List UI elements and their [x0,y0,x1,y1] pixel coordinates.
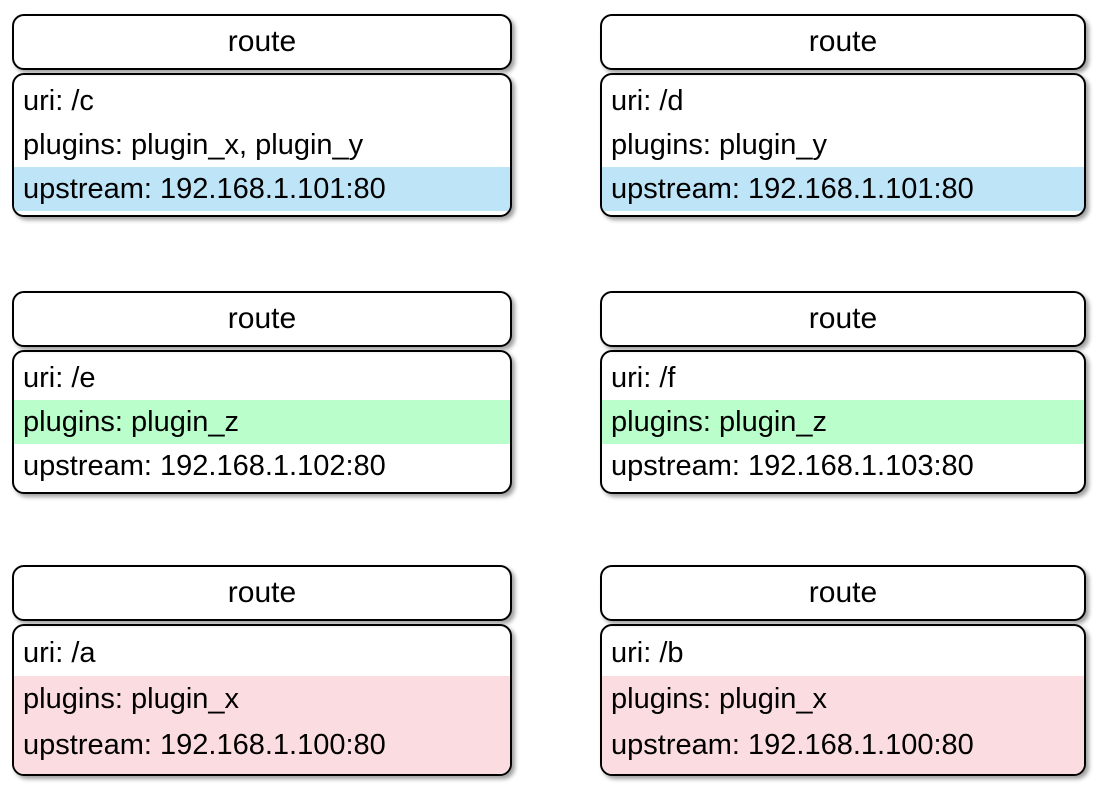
route-highlight-group: plugins: plugin_x upstream: 192.168.1.10… [602,676,1084,774]
route-field-uri: uri: /e [23,362,96,394]
route-card-header: route [600,14,1086,70]
route-card-f[interactable]: route uri: /f plugins: plugin_z upstream… [600,291,1086,494]
route-field-plugins: plugins: plugin_z [602,400,1084,444]
route-card-body: uri: /d plugins: plugin_y upstream: 192.… [600,73,1086,217]
route-card-title: route [808,576,878,609]
route-field-uri: uri: /c [23,85,94,117]
route-card-header: route [12,291,512,347]
route-field-plugins: plugins: plugin_z [14,400,510,444]
route-card-body: uri: /c plugins: plugin_x, plugin_y upst… [12,73,512,217]
route-card-header: route [600,291,1086,347]
route-field-upstream: upstream: 192.168.1.101:80 [602,167,1084,211]
route-field-plugins: plugins: plugin_x [23,683,240,715]
route-card-body: uri: /a plugins: plugin_x upstream: 192.… [12,624,512,776]
route-field-upstream: upstream: 192.168.1.101:80 [14,167,510,211]
route-card-title: route [227,576,297,609]
route-field-uri: uri: /f [611,362,676,394]
route-card-title: route [227,25,297,58]
route-card-title: route [227,302,297,335]
route-field-upstream: upstream: 192.168.1.103:80 [611,450,974,482]
route-field-uri: uri: /a [23,637,96,669]
route-field-upstream: upstream: 192.168.1.100:80 [23,729,386,761]
route-field-plugins: plugins: plugin_x [611,683,828,715]
route-field-plugins: plugins: plugin_y [611,129,828,161]
route-card-body: uri: /b plugins: plugin_x upstream: 192.… [600,624,1086,776]
route-card-header: route [12,14,512,70]
route-card-b[interactable]: route uri: /b plugins: plugin_x upstream… [600,565,1086,776]
route-field-uri: uri: /d [611,85,684,117]
route-card-e[interactable]: route uri: /e plugins: plugin_z upstream… [12,291,512,494]
route-card-header: route [600,565,1086,621]
route-card-d[interactable]: route uri: /d plugins: plugin_y upstream… [600,14,1086,217]
route-card-a[interactable]: route uri: /a plugins: plugin_x upstream… [12,565,512,776]
route-field-plugins: plugins: plugin_x, plugin_y [23,129,364,161]
route-card-title: route [808,25,878,58]
route-card-title: route [808,302,878,335]
route-highlight-group: plugins: plugin_x upstream: 192.168.1.10… [14,676,510,774]
route-field-uri: uri: /b [611,637,684,669]
route-card-header: route [12,565,512,621]
route-card-c[interactable]: route uri: /c plugins: plugin_x, plugin_… [12,14,512,217]
route-field-upstream: upstream: 192.168.1.100:80 [611,729,974,761]
route-field-upstream: upstream: 192.168.1.102:80 [23,450,386,482]
route-card-body: uri: /f plugins: plugin_z upstream: 192.… [600,350,1086,494]
route-card-body: uri: /e plugins: plugin_z upstream: 192.… [12,350,512,494]
